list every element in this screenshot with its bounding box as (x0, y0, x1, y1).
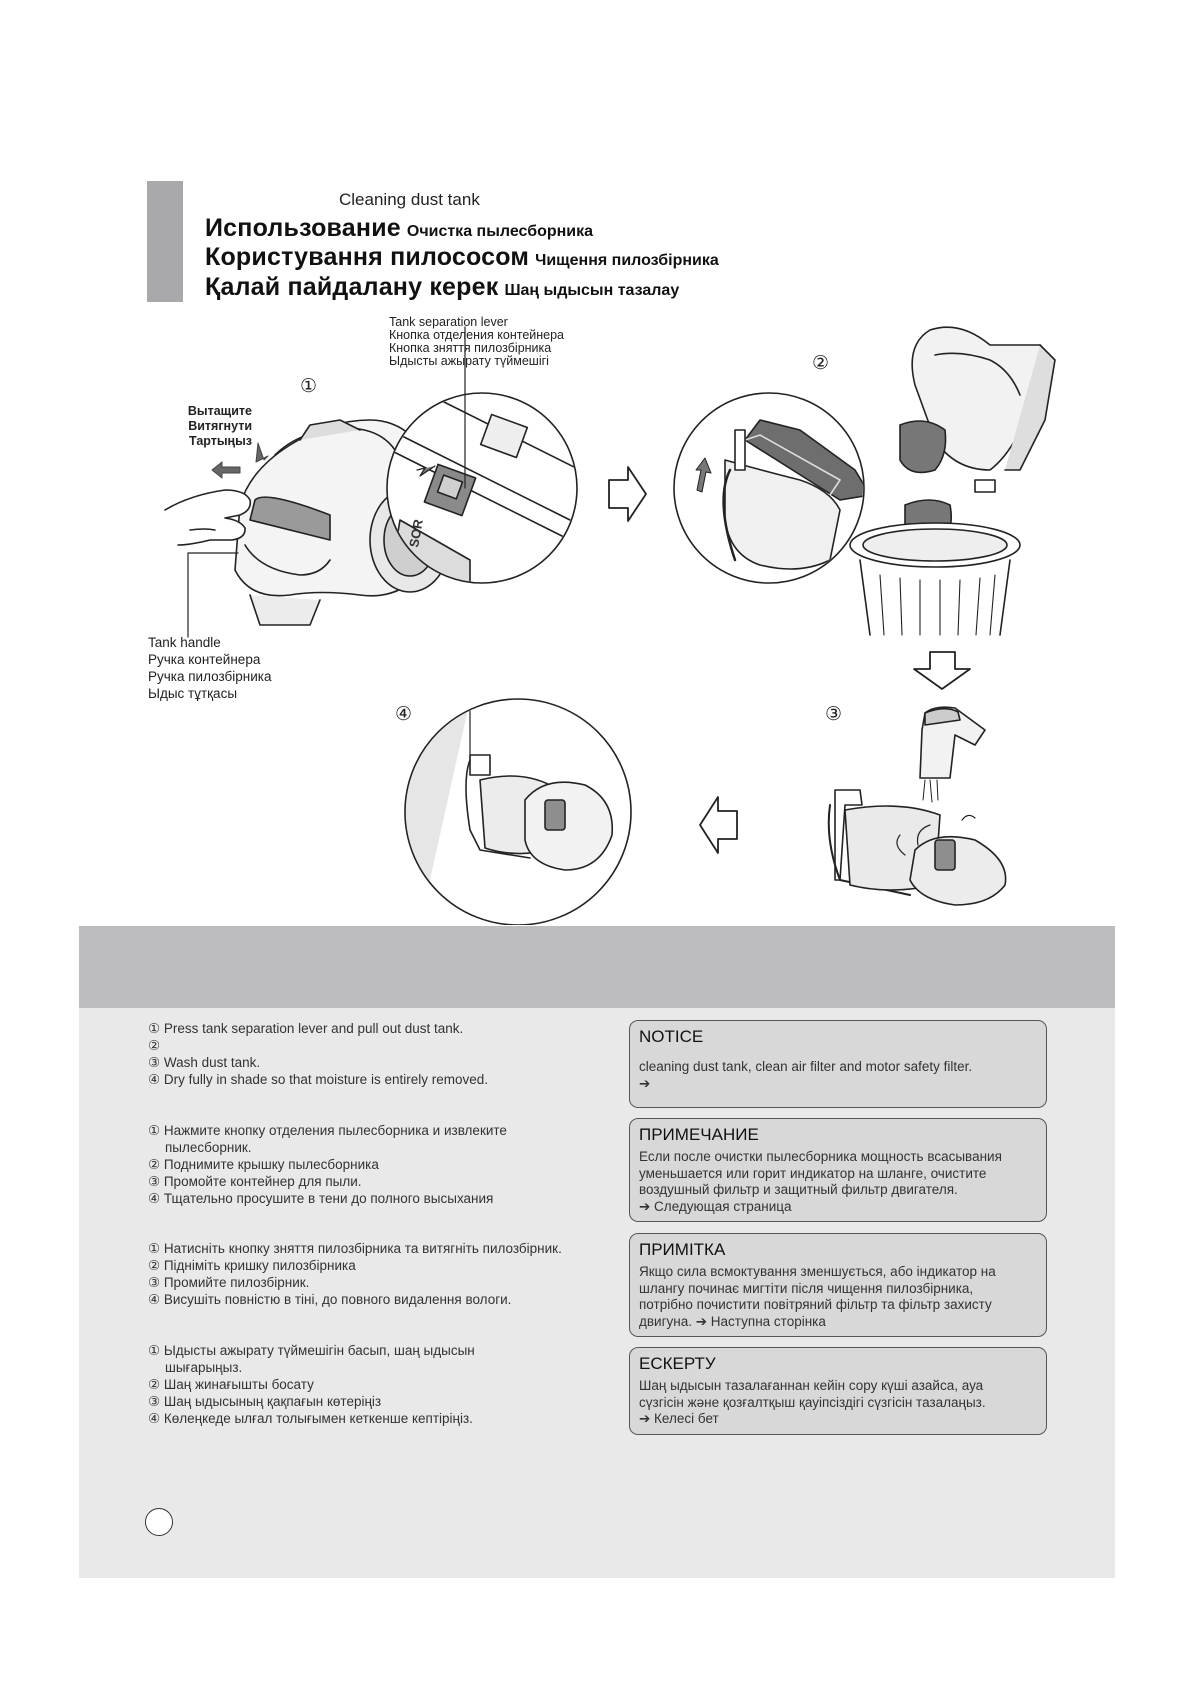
notice-line: ➔ (639, 1076, 1037, 1093)
step-uk-1: ① Натисніть кнопку зняття пилозбірника т… (148, 1240, 562, 1257)
drying-circle (400, 699, 631, 925)
step-en-3: ③ Wash dust tank. (148, 1054, 488, 1071)
steps-russian: ① Нажмите кнопку отделения пылесборника … (148, 1122, 507, 1207)
arrow-right-icon (609, 467, 646, 521)
notice-heading: NOTICE (639, 1027, 1037, 1047)
steps-kazakh: ① Ыдысты ажырату түймешігін басып, шаң ы… (148, 1342, 475, 1427)
notice-line: ➔ Келесі бет (639, 1411, 1037, 1428)
notice-line: Якщо сила всмоктування зменшується, або … (639, 1264, 1037, 1281)
step-number-3: ③ (825, 703, 842, 726)
notice-line: ➔ Следующая страница (639, 1199, 1037, 1216)
down-arrow-icon (256, 443, 268, 462)
step-kk-3: ③ Шаң ыдысының қақпағын көтеріңіз (148, 1393, 475, 1410)
step-kk-1: ① Ыдысты ажырату түймешігін басып, шаң ы… (148, 1342, 475, 1359)
notice-heading: ЕСКЕРТУ (639, 1354, 1037, 1374)
step-en-2: ② (148, 1037, 488, 1054)
step-ru-4: ④ Тщательно просушите в тени до полного … (148, 1190, 507, 1207)
step-kk-4: ④ Көлеңкеде ылғал толығымен кеткенше кеп… (148, 1410, 475, 1427)
step-ru-1: ① Нажмите кнопку отделения пылесборника … (148, 1122, 507, 1139)
pull-label-kk: Тартыңыз (168, 434, 252, 449)
step-number-1: ① (300, 375, 317, 398)
step-ru-3: ③ Промойте контейнер для пыли. (148, 1173, 507, 1190)
cleaning-illustration: SOR (0, 0, 1190, 925)
step-en-4: ④ Dry fully in shade so that moisture is… (148, 1071, 488, 1088)
washing-drawing (829, 707, 1006, 905)
pull-label: Вытащите Витягнути Тартыңыз (168, 404, 252, 449)
notice-box-russian: ПРИМЕЧАНИЕ Если после очистки пылесборни… (629, 1118, 1047, 1222)
notice-line: Если после очистки пылесборника мощность… (639, 1149, 1037, 1166)
notice-line: Шаң ыдысын тазалағаннан кейін сору күші … (639, 1378, 1037, 1395)
page-number-circle (145, 1508, 173, 1536)
step-number-4: ④ (395, 703, 412, 726)
notice-heading: ПРИМЕЧАНИЕ (639, 1125, 1037, 1145)
step-ru-2: ② Поднимите крышку пылесборника (148, 1156, 507, 1173)
notice-line: потрібно почистити повітряний фільтр та … (639, 1297, 1037, 1314)
step-ru-1-cont: пылесборник. (148, 1139, 507, 1156)
steps-ukrainian: ① Натисніть кнопку зняття пилозбірника т… (148, 1240, 562, 1308)
lever-label: Tank separation lever Кнопка отделения к… (389, 316, 564, 368)
step-en-1: ① Press tank separation lever and pull o… (148, 1020, 488, 1037)
pull-label-ru: Вытащите (168, 404, 252, 419)
step-number-2: ② (812, 352, 829, 375)
pull-label-uk: Витягнути (168, 419, 252, 434)
notice-heading: ПРИМІТКА (639, 1240, 1037, 1260)
notice-line (639, 1051, 1037, 1059)
notice-line: воздушный фильтр и защитный фильтр двига… (639, 1182, 1037, 1199)
notice-line: сүзгісін және қозғалтқыш қауіпсіздігі сү… (639, 1395, 1037, 1412)
step-uk-2: ② Підніміть кришку пилозбірника (148, 1257, 562, 1274)
dust-disposal-drawing (850, 327, 1055, 635)
notice-line: cleaning dust tank, clean air filter and… (639, 1059, 1037, 1076)
handle-label-kk: Ыдыс тұтқасы (148, 685, 271, 702)
arrow-left-icon (700, 797, 737, 853)
hand-drawing (165, 490, 250, 545)
section-band (79, 926, 1115, 1008)
notice-line: двигуна. ➔ Наступна сторінка (639, 1314, 1037, 1331)
tank-open-circle (674, 393, 870, 583)
step-uk-3: ③ Промийте пилозбірник. (148, 1274, 562, 1291)
notice-box-english: NOTICE cleaning dust tank, clean air fil… (629, 1020, 1047, 1108)
step-kk-1-cont: шығарыңыз. (148, 1359, 475, 1376)
notice-box-ukrainian: ПРИМІТКА Якщо сила всмоктування зменшуєт… (629, 1233, 1047, 1337)
handle-label-uk: Ручка пилозбірника (148, 668, 271, 685)
step-uk-4: ④ Висушіть повністю в тіні, до повного в… (148, 1291, 562, 1308)
notice-line: шлангу починає мигтіти після чищення пил… (639, 1281, 1037, 1298)
pull-arrow-icon (212, 462, 240, 478)
notice-line: уменьшается или горит индикатор на шланг… (639, 1166, 1037, 1183)
lever-label-kk: Ыдысты ажырату түймешігі (389, 355, 564, 368)
handle-label-en: Tank handle (148, 634, 271, 651)
handle-label: Tank handle Ручка контейнера Ручка пилоз… (148, 634, 271, 702)
arrow-down-icon (914, 652, 970, 689)
step-kk-2: ② Шаң жинағышты босату (148, 1376, 475, 1393)
notice-box-kazakh: ЕСКЕРТУ Шаң ыдысын тазалағаннан кейін со… (629, 1347, 1047, 1435)
tank-handle-leader (188, 553, 238, 637)
steps-english: ① Press tank separation lever and pull o… (148, 1020, 488, 1088)
handle-label-ru: Ручка контейнера (148, 651, 271, 668)
